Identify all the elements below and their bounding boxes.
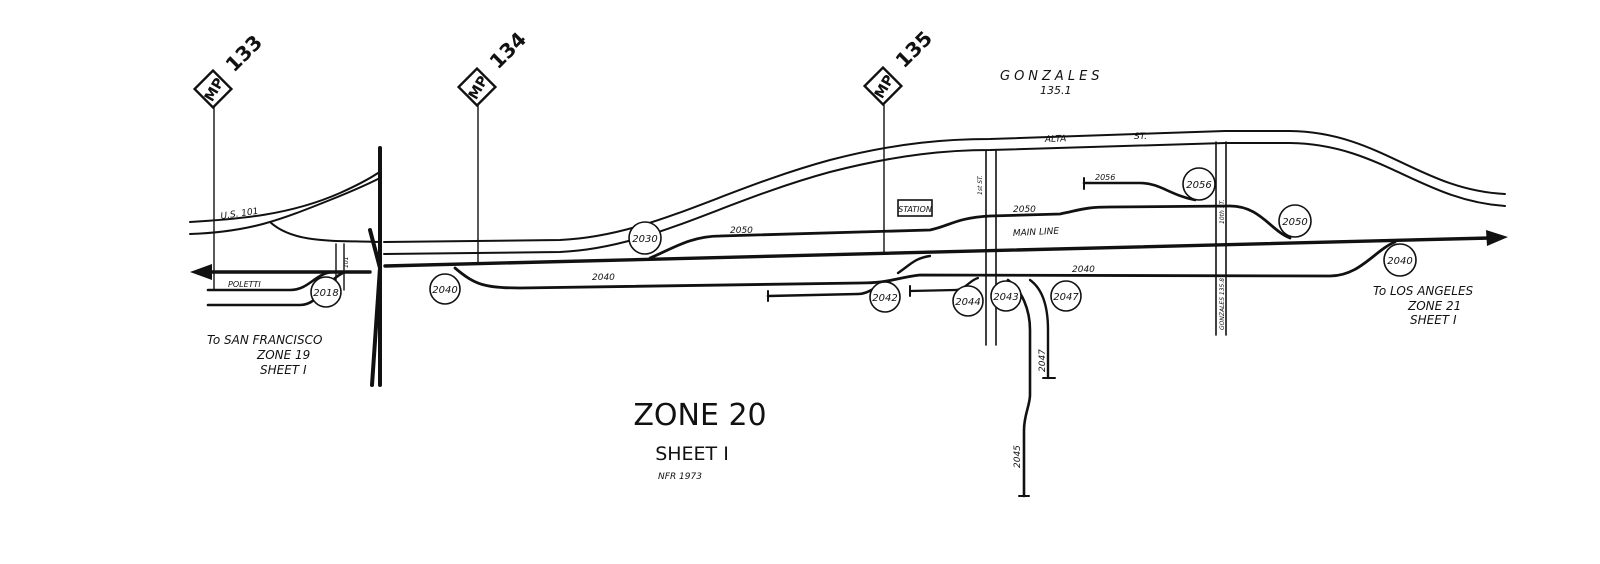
svg-text:2030: 2030 bbox=[632, 234, 657, 245]
destination-east: To LOS ANGELES ZONE 21 SHEET I bbox=[1373, 284, 1474, 327]
milepost-134: MP 134 bbox=[456, 27, 531, 265]
us101-lower-edge bbox=[189, 178, 379, 235]
svg-text:2047: 2047 bbox=[1053, 292, 1079, 303]
us101-upper-edge bbox=[189, 172, 379, 223]
switch-2018: 2018 bbox=[310, 276, 342, 308]
title-block: ZONE 20 SHEET I NFR 1973 bbox=[633, 398, 766, 482]
siding-station-connector bbox=[896, 254, 932, 275]
highway-upper-edge bbox=[383, 130, 1506, 243]
milepost-135-sign bbox=[862, 65, 904, 107]
switch-2044: 2044 bbox=[952, 285, 984, 317]
alta-street-label: ALTA bbox=[1044, 134, 1067, 145]
main-line-label: MAIN LINE bbox=[1013, 227, 1060, 239]
siding-2050 bbox=[648, 204, 1292, 260]
svg-text:2056: 2056 bbox=[1186, 180, 1211, 191]
sidings bbox=[206, 177, 1397, 498]
milepost-134-sign bbox=[456, 66, 498, 108]
milepost-133-number: 133 bbox=[221, 30, 267, 76]
us101-branch bbox=[269, 221, 381, 243]
siding-2040 bbox=[453, 240, 1397, 290]
siding-2047-label: 2047 bbox=[1038, 349, 1048, 372]
milepost-133-sign bbox=[192, 68, 234, 110]
roads bbox=[189, 130, 1506, 346]
siding-2050-label-right: 2050 bbox=[1013, 205, 1036, 215]
alta-street-suffix: ST. bbox=[1134, 132, 1147, 142]
town-name: GONZALES bbox=[1000, 69, 1104, 84]
destination-west-line1: To SAN FRANCISCO bbox=[207, 333, 322, 347]
zone-title: ZONE 20 bbox=[633, 398, 766, 433]
switch-2056: 2056 bbox=[1182, 167, 1216, 201]
cross-street-left-label: 1st ST. bbox=[977, 175, 984, 195]
switch-2042: 2042 bbox=[869, 281, 901, 313]
station-label: STATION bbox=[898, 205, 932, 214]
destination-east-line2: ZONE 21 bbox=[1407, 299, 1461, 313]
svg-text:2043: 2043 bbox=[993, 292, 1018, 303]
siding-2045-label: 2045 bbox=[1013, 445, 1023, 468]
arrow-west-icon bbox=[190, 264, 212, 280]
sheet-title: SHEET I bbox=[655, 443, 729, 465]
destination-east-line1: To LOS ANGELES bbox=[1373, 284, 1474, 298]
main-line-east-segment bbox=[383, 236, 1492, 268]
switch-2050: 2050 bbox=[1278, 204, 1312, 238]
town-milepost: 135.1 bbox=[1040, 84, 1072, 97]
highway-label: U.S. 101 bbox=[220, 207, 259, 222]
siding-2040-label-left: 2040 bbox=[592, 273, 615, 283]
milepost-133: MP 133 bbox=[192, 30, 267, 291]
main-line bbox=[190, 230, 1508, 280]
milepost-135-number: 135 bbox=[891, 26, 937, 72]
switch-2043: 2043 bbox=[990, 280, 1022, 312]
siding-2040-label-right: 2040 bbox=[1072, 265, 1095, 275]
destination-west-line2: ZONE 19 bbox=[256, 348, 310, 362]
destination-west-line3: SHEET I bbox=[260, 363, 307, 377]
cross-street-gonzales-label: GONZALES 135.8 bbox=[1219, 278, 1226, 330]
svg-text:2018: 2018 bbox=[313, 288, 338, 299]
station: STATION bbox=[897, 199, 933, 217]
siding-polletti-label: POLETTI bbox=[228, 280, 261, 289]
mileposts: MP 133 MP 134 MP 135 bbox=[192, 26, 937, 291]
zone-boundary-line bbox=[368, 146, 382, 387]
svg-text:2040: 2040 bbox=[1387, 256, 1412, 267]
highway-lower-edge bbox=[383, 142, 1506, 255]
svg-text:2042: 2042 bbox=[872, 293, 897, 304]
credit-text: NFR 1973 bbox=[658, 472, 702, 482]
siding-2056-label: 2056 bbox=[1095, 173, 1115, 182]
switches: 2018 2040 2030 2042 2044 2043 2047 2056 bbox=[310, 167, 1417, 317]
svg-text:2044: 2044 bbox=[955, 297, 980, 308]
siding-2047 bbox=[1028, 278, 1050, 380]
svg-text:2050: 2050 bbox=[1282, 217, 1307, 228]
station-box bbox=[897, 199, 933, 217]
cross-street-right-label: 10th ST. bbox=[1219, 199, 1226, 224]
milepost-134-number: 134 bbox=[485, 27, 531, 73]
switch-2047: 2047 bbox=[1050, 280, 1082, 312]
arrow-east-icon bbox=[1486, 230, 1508, 246]
switch-2040-west: 2040 bbox=[429, 273, 461, 305]
switch-2040-east: 2040 bbox=[1383, 243, 1417, 277]
destination-west: To SAN FRANCISCO ZONE 19 SHEET I bbox=[207, 333, 322, 377]
destination-east-line3: SHEET I bbox=[1410, 313, 1457, 327]
milepost-135: MP 135 bbox=[862, 26, 937, 253]
switch-2030: 2030 bbox=[628, 221, 662, 255]
siding-polletti bbox=[206, 270, 337, 292]
side-road-label: 101 bbox=[343, 257, 350, 268]
siding-2056 bbox=[1082, 181, 1197, 202]
siding-2050-label-left: 2050 bbox=[730, 226, 753, 236]
svg-text:2040: 2040 bbox=[432, 285, 457, 296]
